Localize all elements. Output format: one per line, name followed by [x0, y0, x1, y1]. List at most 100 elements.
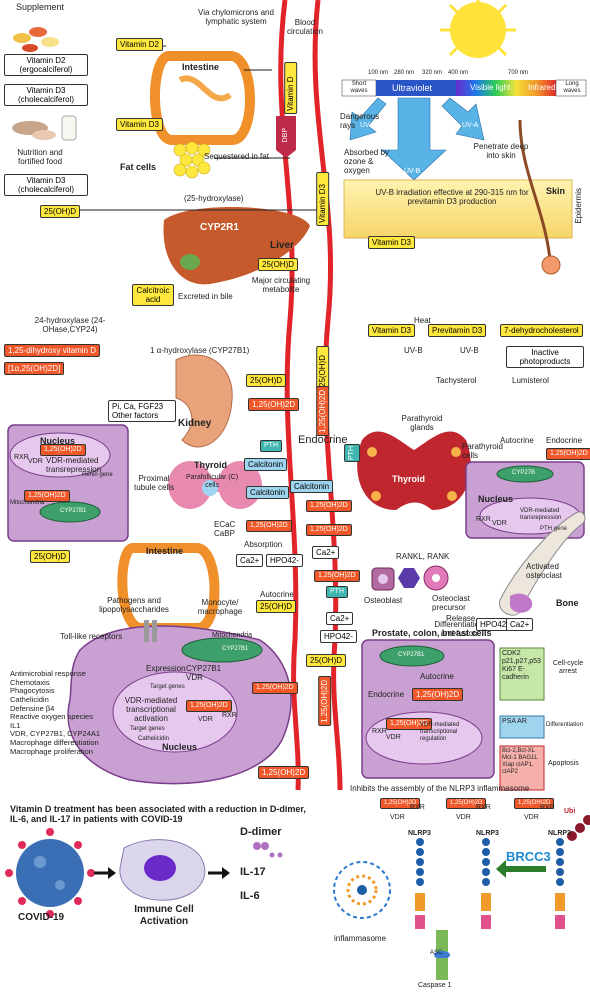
kidney-mitochondria: Mitochondria: [10, 500, 45, 506]
bone-label: Bone: [556, 598, 579, 608]
parathyroid-cells-label: Parathyroid cells: [462, 442, 503, 461]
spectrum-visible: [456, 80, 556, 96]
macrophage-mitochondria: [181, 637, 263, 663]
major-metabolite-label: Major circulating metabolite: [251, 276, 311, 295]
25-hydroxylase-label: (25-hydroxylase): [184, 194, 244, 203]
liver-icon: [163, 207, 310, 285]
cyp-vdr-label: CYP27B1 VDR: [186, 664, 222, 683]
factors-box: Pi, Ca, FGF23 Other factors: [108, 400, 176, 423]
vitamin-d2-box: Vitamin D2: [116, 38, 163, 52]
immune-nucleus-label: Nucleus: [162, 742, 198, 752]
excreted-label: Excreted in bile: [178, 292, 233, 301]
asc-label: ASC: [430, 950, 443, 956]
thyroid-large-icon: [357, 431, 471, 510]
calcitroic-box: Calcitroic acid: [132, 284, 174, 307]
infrared-label: Infrared: [528, 83, 556, 92]
ecac-label: ECaC CaBP: [214, 520, 236, 539]
apoptosis-box: [499, 745, 545, 791]
uvb-label: UV-B: [404, 168, 421, 175]
gallbladder-icon: [180, 254, 200, 270]
uvb-chem-2: UV-B: [460, 346, 479, 355]
nlrp3-chain-3: [555, 838, 565, 929]
immune-active-vessel: 1,25(OH)2D: [318, 676, 332, 726]
vit-d3-name-box-2: Vitamin D3 (cholecalciferol): [4, 174, 88, 197]
parathyroid-mitochondria: [496, 465, 554, 483]
hpo-box: HPO42-: [266, 554, 303, 568]
spectrum-long-waves: [555, 79, 587, 97]
autocrine-pt-label: Autocrine: [500, 436, 534, 445]
immune-response-item: Reactive oxygen species: [10, 712, 93, 722]
inflammasome-label: inflammasome: [334, 934, 387, 943]
covid-heading: Vitamin D treatment has been associated …: [10, 804, 306, 825]
bone-hpo-box: HPO42-: [476, 618, 513, 632]
target-genes-label: Target genes: [150, 684, 185, 690]
uvc-label: UV-C: [360, 122, 377, 129]
kidney-label: Kidney: [178, 418, 212, 429]
activated-osteoclast-icon: [510, 593, 533, 613]
immune-cell-icon: [119, 839, 206, 901]
immune-active-vessel-2: 1,25(OH)2D: [258, 766, 310, 780]
toll-like-receptors-icon: [144, 620, 157, 642]
dehydro-box: 7-dehydrocholesterol: [500, 324, 583, 338]
osteoblast-icon: [371, 567, 395, 591]
immune-mitochondria: Mitochondria: [212, 632, 253, 639]
tlr-label: Toll-like receptors: [60, 632, 123, 641]
immune-response-item: Macrophage proliferation: [10, 746, 93, 756]
liver-label: Liver: [270, 240, 294, 251]
vitamin-d3-chem-box: Vitamin D3: [368, 324, 415, 338]
nutrition-label: Nutrition and fortified food: [17, 148, 63, 167]
immune-25ohd-box: 25(OH)D: [256, 600, 297, 614]
arrow-immune-to-cytokines-head: [222, 867, 230, 879]
nlrp3-rxr-1: RXR: [410, 804, 425, 811]
brcc3-arrow: [496, 860, 546, 878]
nlrp3-heading: Inhibits the assembly of the NLRP3 infla…: [350, 784, 530, 793]
osteoblast-label: Osteoblast: [364, 596, 403, 605]
vitamin-d3-skin-box: Vitamin D3: [368, 236, 415, 250]
prostate-vdr-reg: VDR-mediated transcriptional regulation: [420, 722, 460, 742]
bone-icon: [498, 511, 586, 616]
immune-response-item: Cathelicidin: [10, 694, 49, 704]
heat-label: Heat: [414, 316, 431, 325]
pathogens-label: Pathogens and lipopolysaccharides: [99, 596, 169, 615]
cell-cycle-box: [499, 647, 545, 701]
visible-label: Visible light: [470, 83, 511, 92]
parathyroid-glands-icon: [367, 447, 461, 501]
thyroid-active-c: 1,25(OH)2D: [306, 524, 352, 537]
rankl-label: RANKL, RANK: [396, 552, 450, 561]
alpha-hydroxylase-label: 1 α-hydroxylase (CYP27B1): [150, 346, 250, 355]
25ohd-kidney-low: 25(OH)D: [30, 550, 71, 564]
vit-d2-name-box: Vitamin D2 (ergocalciferol): [4, 54, 88, 77]
penetrate-label: Penetrate deep into skin: [473, 142, 529, 161]
release-label: Release: [446, 614, 476, 623]
immune-response-item: Chemotaxis: [10, 677, 50, 687]
ddimer-label: D-dimer: [240, 826, 282, 838]
ultraviolet-label: Ultraviolet: [392, 83, 433, 93]
kidney-active-box-2: 1,25(OH)2D: [24, 490, 70, 503]
dihydroxy-box: 1,25-dihydroxy vitamin D: [4, 344, 101, 358]
uvc-arrow: [349, 97, 387, 141]
25ohd-vessel-1: 25(OH)D: [316, 346, 330, 390]
ubi-label: Ubi: [564, 808, 576, 815]
pt-active-box: 1,25(OH)2D: [546, 448, 590, 461]
24-hydroxylase-label: 24-hydroxylase (24-OHase,CYP24): [34, 316, 106, 335]
nlrp3-chain-1: [415, 838, 425, 929]
cell-cycle-label: Cell-cycle arrest: [552, 660, 584, 676]
proximal-label: Proximal tubule cells: [133, 474, 175, 493]
epidermis-label: Epidermis: [574, 188, 583, 224]
short-waves-label: Short waves: [350, 81, 368, 94]
prostate-vdr: VDR: [386, 734, 401, 741]
parathyroid-glands-label: Parathyroid glands: [401, 414, 443, 433]
prostate-cyp27b1: CYP27B1: [398, 652, 425, 658]
prostate-autocrine: Autocrine: [420, 672, 454, 681]
activated-osteoclast-label: Activated osteoclast: [526, 562, 563, 581]
nlrp3-active-2: 1,25(OH)2D: [446, 798, 487, 809]
blood-circulation-label: Blood circulation: [286, 18, 323, 37]
kidney-icon: [175, 354, 233, 448]
covid-label: COVID-19: [18, 912, 65, 923]
fat-cells-icon: [173, 141, 211, 179]
calcitonin-box-3: Calcitonin: [290, 480, 334, 494]
kidney-rxr: RXR: [14, 454, 29, 461]
prostate-title: Prostate, colon, breast cells: [372, 628, 492, 638]
nm320-label: 320 nm: [422, 70, 443, 76]
